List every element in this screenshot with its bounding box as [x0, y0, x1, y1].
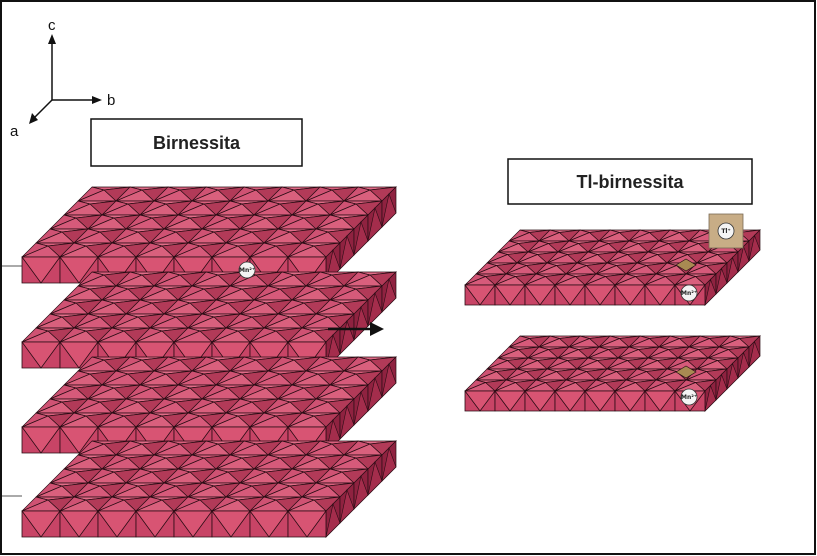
a-axis-label: a [10, 123, 19, 140]
birnessita-title-box: Birnessita [91, 119, 302, 166]
birnessita-layer-4-front-faces [22, 511, 326, 537]
tl-birnessita-layer-1-front-faces [465, 285, 705, 305]
c-axis-label: c [48, 17, 56, 34]
mn-ion-left: Mn²⁺ [239, 262, 255, 278]
tl-ion: Tl⁺ [709, 214, 743, 248]
mn-ion-label: Mn²⁺ [681, 290, 697, 297]
b-axis-label: b [107, 92, 115, 109]
mn-ion-right-lower: Mn²⁺ [681, 389, 697, 405]
mn-ion-right-upper: Mn²⁺ [681, 285, 697, 301]
tl-birnessita-layer-2 [465, 336, 760, 411]
tl-birnessita-layer-2-front-faces [465, 391, 705, 411]
birnessita-layer-1 [22, 187, 396, 283]
birnessita-title: Birnessita [153, 133, 241, 153]
mn-ion-label: Mn²⁺ [239, 267, 255, 274]
birnessita-layer-stack [22, 187, 396, 537]
tl-birnessita-title-box: Tl-birnessita [508, 159, 752, 204]
birnessita-layer-4 [22, 441, 396, 537]
birnessita-layer-3 [22, 357, 396, 453]
birnessita-layer-2 [22, 272, 396, 368]
tl-ion-label: Tl⁺ [721, 228, 730, 235]
tl-birnessita-title: Tl-birnessita [576, 172, 684, 192]
mn-ion-label: Mn²⁺ [681, 394, 697, 401]
